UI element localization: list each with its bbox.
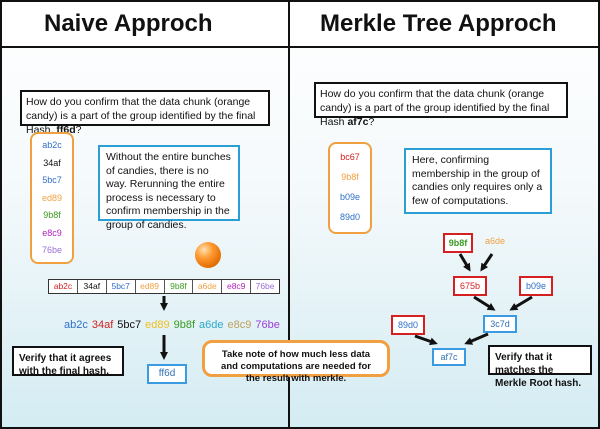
chain-cell: ab2c (49, 280, 78, 293)
node-a6de: a6de (484, 236, 506, 246)
left-list-item: 5bc7 (42, 175, 62, 185)
concat-hash: a6de (199, 319, 224, 331)
note-box: Take note of how much less data and comp… (202, 340, 390, 384)
left-title: Naive Approch (44, 10, 213, 37)
right-list-item: 9b8f (341, 172, 359, 182)
orange-candy-icon (195, 242, 221, 268)
chain-cell: ed89 (136, 280, 165, 293)
right-hash-list: bc67 9b8f b09e 89d0 (328, 142, 372, 234)
left-list-item: ab2c (42, 140, 62, 150)
concat-hash: 76be (255, 319, 280, 331)
chain-cell: 9b8f (165, 280, 194, 293)
concat-hash: ed89 (145, 319, 170, 331)
right-callout: Here, confirming membership in the group… (404, 148, 552, 214)
arrow-675b-to-3c7d (473, 295, 496, 311)
right-title: Merkle Tree Approch (320, 10, 557, 37)
chain-cell: e8c9 (222, 280, 252, 293)
left-list-item: ed89 (41, 192, 63, 203)
chain-cell: 34af (78, 280, 107, 293)
right-verify-box: Verify that it matches the Merkle Root h… (488, 345, 592, 389)
chain-cell: 5bc7 (107, 280, 136, 293)
left-list-item: 76be (41, 245, 63, 255)
right-question-text: How do you confirm that the data chunk (… (320, 88, 550, 128)
concat-hash: 9b8f (173, 319, 196, 331)
right-list-item: b09e (339, 192, 361, 202)
node-9b8f: 9b8f (443, 233, 473, 253)
node-675b: 675b (453, 276, 487, 296)
left-list-item: e8c9 (42, 227, 62, 238)
node-b09e: b09e (519, 276, 553, 296)
chain-cell: a6de (193, 280, 223, 293)
arrow-9b8f-to-675b (458, 253, 471, 272)
panel-divider (288, 2, 290, 427)
arrow-89d0-to-af7c (414, 334, 438, 346)
left-question-text: How do you confirm that the data chunk (… (26, 96, 256, 136)
node-af7c: af7c (432, 348, 466, 366)
concat-hash: e8c9 (227, 319, 252, 331)
right-list-item: 89d0 (339, 212, 361, 222)
arrow-a6de-to-675b (480, 253, 494, 272)
left-verify-box: Verify that it agrees with the final has… (12, 346, 124, 377)
right-question-hash: af7c (347, 116, 369, 128)
final-hash-node: ff6d (147, 364, 187, 384)
left-list-item: 34af (43, 157, 61, 168)
node-89d0: 89d0 (391, 315, 425, 335)
arrow-b09e-to-3c7d (509, 295, 533, 311)
right-list-item: bc67 (340, 152, 360, 162)
node-3c7d: 3c7d (483, 315, 517, 333)
concat-hash: 5bc7 (117, 319, 142, 331)
left-question-box: How do you confirm that the data chunk (… (20, 90, 270, 136)
header-bar (2, 2, 598, 48)
right-question-suffix: ? (368, 116, 375, 128)
right-question-box: How do you confirm that the data chunk (… (314, 82, 568, 128)
left-list-item: 9b8f (43, 210, 61, 220)
left-callout: Without the entire bunches of candies, t… (98, 145, 240, 231)
concat-hash: ab2c (64, 319, 88, 331)
left-hash-list: ab2c 34af 5bc7 ed89 9b8f e8c9 76be (30, 132, 74, 264)
left-question-suffix: ? (75, 124, 82, 136)
arrow-3c7d-to-af7c (464, 332, 489, 345)
concat-hash: 34af (91, 319, 114, 331)
chain-cell: 76be (255, 281, 275, 291)
